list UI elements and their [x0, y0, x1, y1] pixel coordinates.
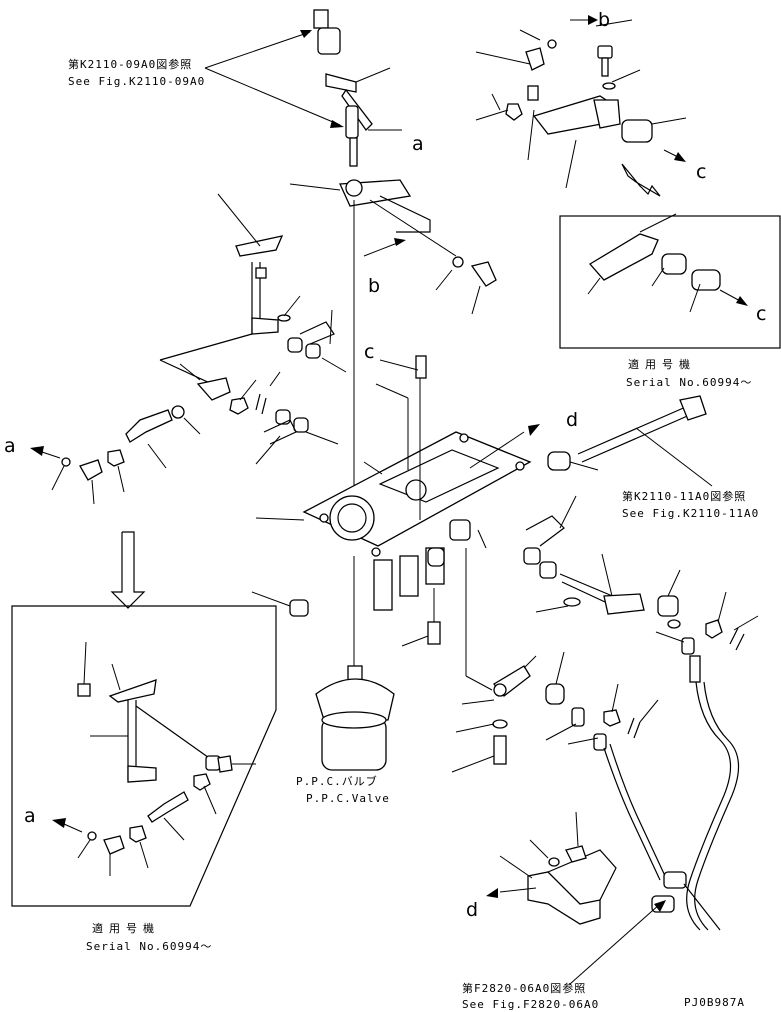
serial-left-en: Serial No.60994～ — [86, 940, 213, 953]
callout-c-top: c — [696, 161, 707, 183]
serial-box-left — [11, 605, 277, 907]
figure-code: PJ0B987A — [684, 996, 745, 1009]
ref-top-arrows — [204, 30, 344, 128]
upper-bracket — [289, 179, 497, 520]
ref-top-en: See Fig.K2110-09A0 — [68, 75, 206, 88]
callout-c-box: c — [756, 303, 767, 325]
callout-c-mid: c — [364, 341, 375, 363]
callout-d-bottom: d — [466, 899, 479, 921]
ref-bottom-en: See Fig.F2820-06A0 — [462, 998, 600, 1011]
ref-right-en: See Fig.K2110-11A0 — [622, 507, 760, 520]
callout-b-top: b — [598, 9, 611, 31]
ref-top-jp: 第K2110-09A0図参照 — [68, 58, 193, 71]
callout-a-left: a — [4, 435, 16, 457]
callout-d-mid: d — [566, 409, 579, 431]
center-plate-assembly — [251, 355, 540, 668]
ref-right-jp: 第K2110-11A0図参照 — [622, 490, 747, 503]
top-right-cluster — [475, 15, 687, 197]
callout-b-mid: b — [368, 275, 381, 297]
serial-box-right — [559, 213, 781, 349]
serial-right-en: Serial No.60994～ — [626, 376, 753, 389]
ref-bottom-jp: 第F2820-06A0図参照 — [462, 982, 587, 995]
serial-left-jp: 適用号機 — [92, 922, 160, 935]
valve-label-en: P.P.C.Valve — [306, 792, 390, 805]
down-arrow — [110, 531, 146, 609]
left-pedal-assembly — [30, 193, 347, 505]
bottom-bracket — [486, 811, 666, 985]
callout-a-box: a — [24, 805, 36, 827]
callout-a-top: a — [412, 133, 424, 155]
valve-label-jp: P.P.C.バルブ — [296, 775, 378, 788]
top-fitting-group — [313, 9, 402, 167]
lower-middle-lever — [451, 548, 721, 931]
ppc-valve — [315, 665, 395, 771]
serial-right-jp: 適用号機 — [628, 358, 696, 371]
right-lever-assembly — [523, 395, 759, 931]
